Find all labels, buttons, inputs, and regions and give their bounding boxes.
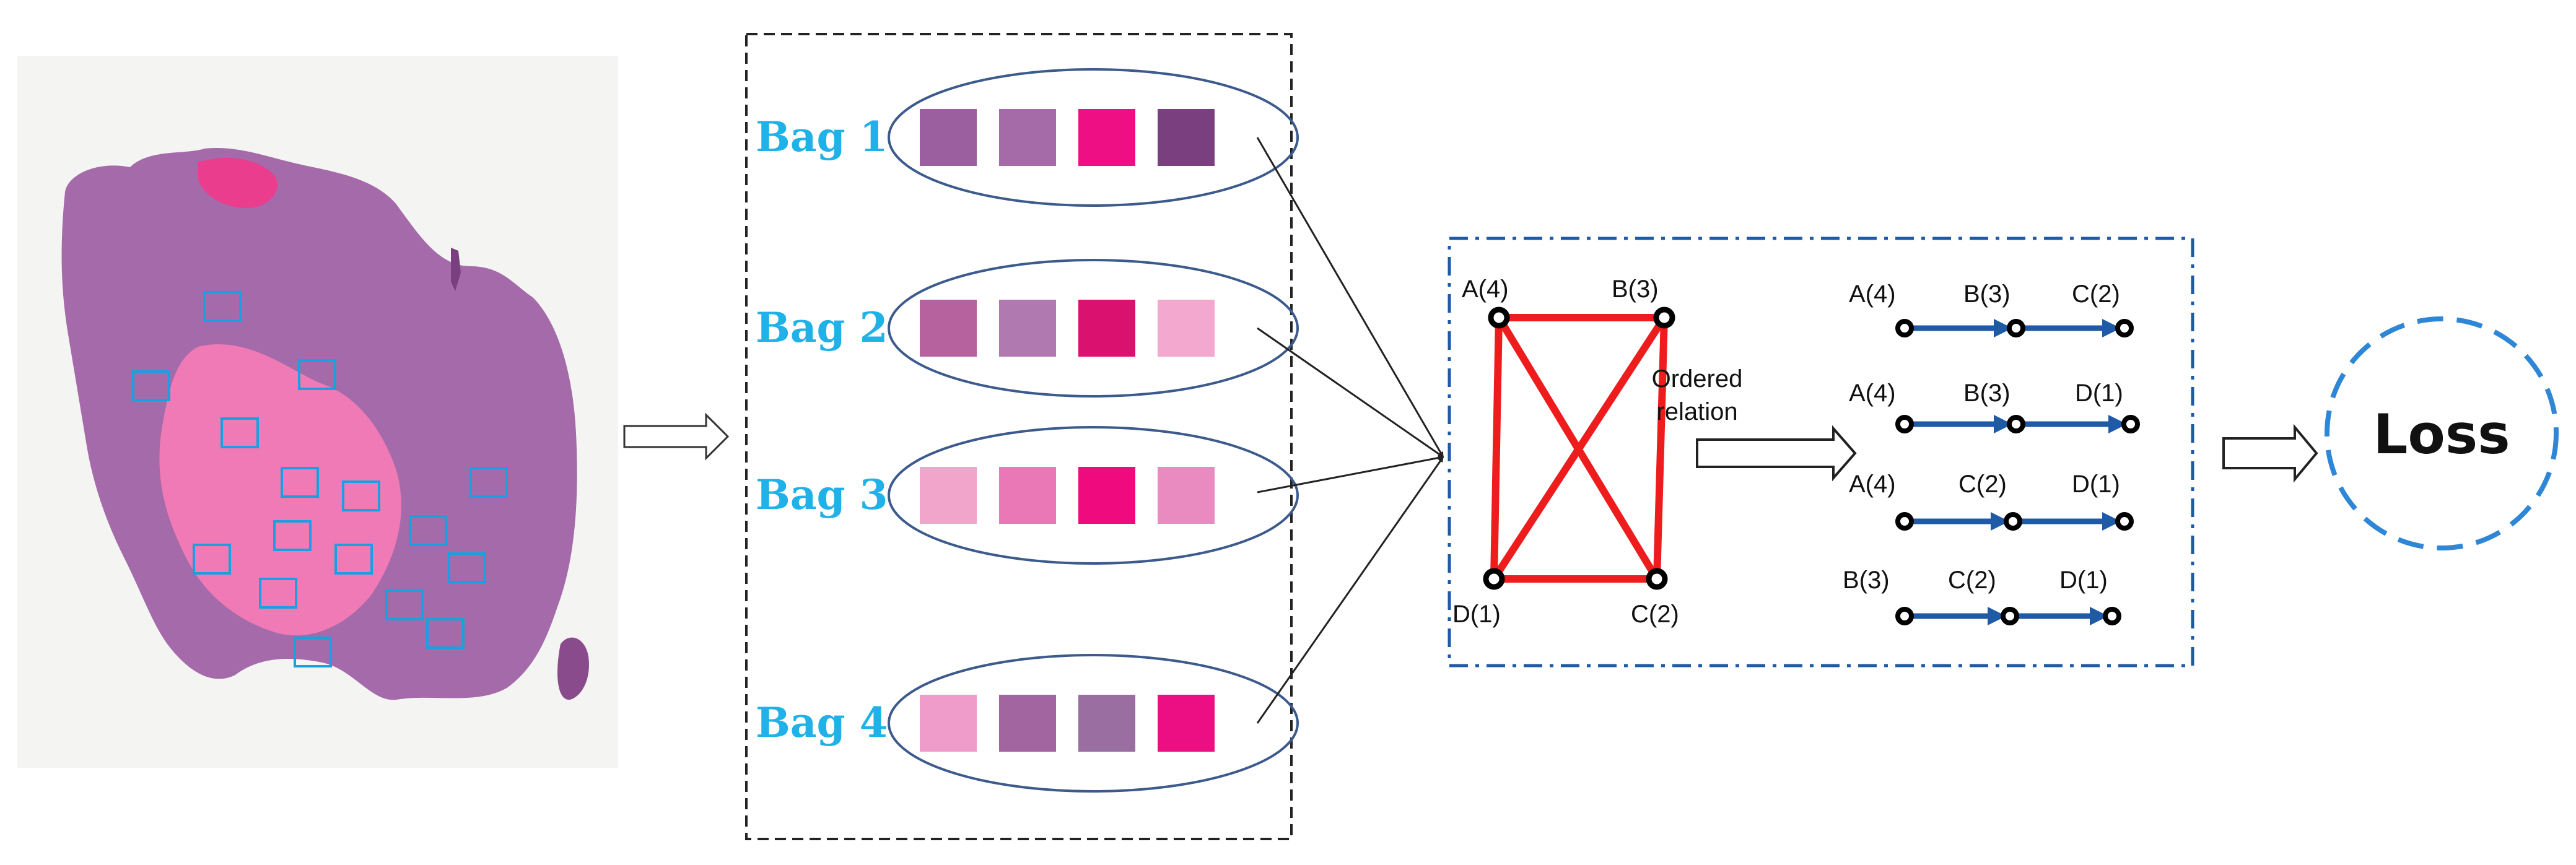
chain-node-label: C(2) (1958, 471, 2007, 498)
chain-node-label: B(3) (1963, 280, 2011, 308)
ranking-container (1447, 237, 2194, 667)
hollow-arrow-2 (1696, 425, 1857, 482)
bag-label: Bag 4 (756, 698, 888, 747)
chain-node-label: D(1) (2059, 567, 2108, 594)
bag-4: Bag 4 (756, 654, 1299, 793)
patch-tile (1078, 467, 1135, 524)
tissue-fragment-small (451, 248, 461, 291)
chain-node-label: D(1) (2072, 471, 2120, 498)
graph-node-label: D(1) (1452, 601, 1501, 628)
tissue-fragment (557, 637, 589, 700)
eosin-top (198, 158, 278, 208)
chain-node-label: B(3) (1843, 567, 1890, 594)
graph-edge-DA (1490, 317, 1503, 580)
patch-tile (1158, 300, 1215, 357)
patch-tile (1158, 109, 1215, 166)
graph-node-label: B(3) (1612, 276, 1659, 303)
patch-tile (1078, 300, 1135, 357)
loss-label: Loss (2373, 402, 2510, 466)
chain-node-label: A(4) (1849, 380, 1896, 407)
chain-node-label: B(3) (1963, 380, 2011, 407)
bag-arrows (1256, 137, 1444, 724)
chain-node (1895, 415, 1914, 433)
chain-node (2001, 607, 2019, 625)
bags-layer: Bag 1 Bag 2 Bag 3 Bag 4 (756, 68, 1299, 793)
chain-2: A(4) B(3) D(1) (1849, 380, 2140, 433)
patch-tile (1158, 467, 1215, 524)
chain-1: A(4) B(3) C(2) (1849, 280, 2134, 337)
bag-ellipse (888, 654, 1299, 793)
graph-node-C (1646, 568, 1668, 590)
graph-node-label: A(4) (1462, 276, 1509, 303)
patch-tile (920, 109, 977, 166)
graph-node-A (1488, 306, 1510, 329)
bag-2: Bag 2 (756, 259, 1299, 398)
bag-ellipse (888, 68, 1299, 207)
patch-tile (920, 467, 977, 524)
chain-3: A(4) C(2) D(1) (1849, 471, 2134, 531)
bags-container (745, 33, 1293, 840)
patch-tile (999, 695, 1056, 752)
bag-label: Bag 2 (756, 303, 888, 352)
graph-node-label: C(2) (1631, 601, 1679, 628)
loss-circle (2325, 316, 2559, 550)
patch-tile (1158, 695, 1215, 752)
chain-node-label: D(1) (2075, 380, 2123, 407)
graph-node-D (1483, 568, 1505, 590)
graph-edge-BD (1490, 315, 1668, 581)
relation-graph: A(4) B(3) C(2) D(1) (1452, 276, 1679, 628)
patch-tile (920, 300, 977, 357)
ordered-relation-label-1: Ordered (1652, 365, 1743, 393)
chain-node (2115, 512, 2134, 531)
chain-node (2007, 319, 2025, 337)
ordered-chains: A(4)B(3)C(2)A(4)B(3)D(1)A(4)C(2)D(1)B(3)… (1843, 280, 2140, 625)
graph-edge-BC (1653, 317, 1668, 580)
patch-tile (920, 695, 977, 752)
patch-tile (999, 300, 1056, 357)
chain-4: B(3) C(2) D(1) (1843, 567, 2121, 625)
chain-node (1895, 607, 1914, 625)
hollow-arrow-1 (623, 412, 730, 461)
patch-tile (999, 109, 1056, 166)
hollow-arrow-3 (2222, 424, 2318, 483)
bag-label: Bag 3 (756, 471, 888, 519)
patch-tile (1078, 695, 1135, 752)
bag-ellipse (888, 426, 1299, 565)
graph-node-B (1653, 306, 1675, 329)
chain-node-label: A(4) (1849, 280, 1896, 308)
chain-node (2115, 319, 2134, 337)
patch-tile (999, 467, 1056, 524)
patch-tile (1078, 109, 1135, 166)
chain-node (2004, 512, 2022, 531)
chain-node (1895, 512, 1914, 531)
chain-node (1895, 319, 1914, 337)
bag-label: Bag 1 (756, 113, 888, 161)
chain-node-label: C(2) (1948, 567, 1996, 594)
bag-3: Bag 3 (756, 426, 1299, 565)
loss-node: Loss (2325, 316, 2559, 550)
eosin-region (159, 344, 401, 636)
whole-slide-image (17, 56, 618, 768)
ordered-relation-label-2: relation (1656, 398, 1737, 425)
chain-node (2103, 607, 2121, 625)
chain-node-label: C(2) (2072, 280, 2120, 308)
ordered-relation-arrow: Ordered relation (1652, 365, 1857, 482)
bag-ellipse (888, 259, 1299, 398)
bag-1: Bag 1 (756, 68, 1299, 207)
patch-boxes (132, 291, 508, 667)
chain-node (2007, 415, 2025, 433)
chain-node (2121, 415, 2140, 433)
chain-node-label: A(4) (1849, 471, 1896, 498)
